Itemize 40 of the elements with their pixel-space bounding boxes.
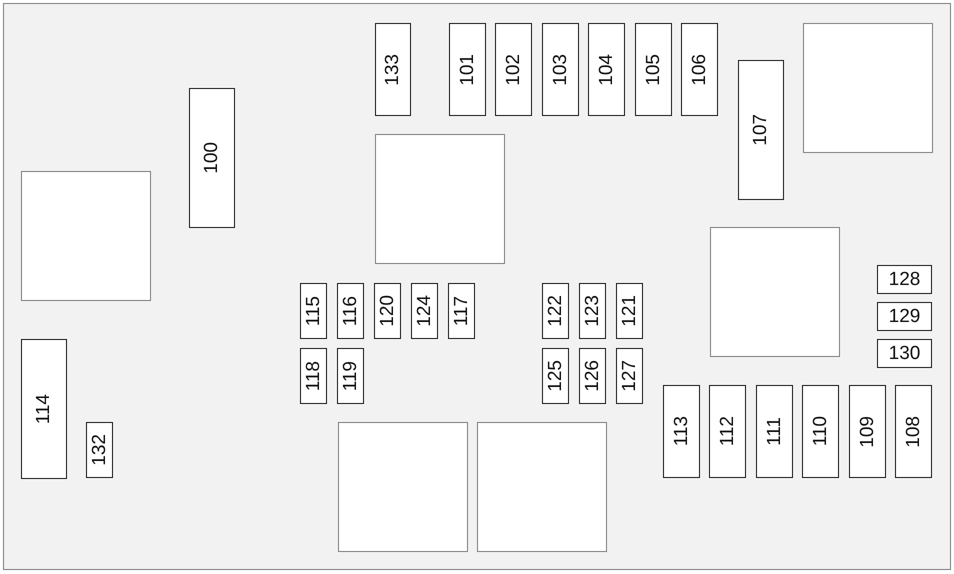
fuse-slot: 113: [663, 385, 700, 478]
fuse-slot: 117: [448, 283, 475, 339]
fuse-slot: 132: [86, 422, 113, 478]
relay-slot: [338, 422, 468, 552]
fuse-slot: 122: [542, 283, 569, 339]
fuse-slot: 133: [375, 23, 411, 116]
fuse-slot: 105: [635, 23, 672, 116]
fuse-slot: 115: [300, 283, 327, 339]
fuse-slot: 107: [738, 60, 784, 200]
fuse-slot: 104: [588, 23, 625, 116]
fuse-slot: 128: [877, 265, 932, 294]
fuse-slot: 103: [542, 23, 579, 116]
relay-slot: [710, 227, 840, 357]
fuse-slot: 114: [21, 339, 67, 479]
fuse-slot: 111: [756, 385, 793, 478]
fuse-slot: 110: [802, 385, 839, 478]
relay-slot: [803, 23, 933, 153]
fuse-slot: 127: [616, 348, 643, 404]
fuse-slot: 124: [411, 283, 438, 339]
fuse-slot: 102: [495, 23, 532, 116]
fuse-slot: 101: [449, 23, 486, 116]
fuse-box-panel: [3, 3, 951, 570]
fuse-slot: 108: [895, 385, 932, 478]
fuse-slot: 119: [337, 348, 364, 404]
fuse-slot: 123: [579, 283, 606, 339]
relay-slot: [477, 422, 607, 552]
fuse-slot: 112: [709, 385, 746, 478]
fuse-slot: 125: [542, 348, 569, 404]
fuse-slot: 106: [681, 23, 718, 116]
fuse-slot: 120: [374, 283, 401, 339]
fuse-slot: 121: [616, 283, 643, 339]
fuse-slot: 130: [877, 339, 932, 368]
fuse-slot: 126: [579, 348, 606, 404]
fuse-slot: 129: [877, 302, 932, 331]
fuse-slot: 109: [849, 385, 886, 478]
relay-slot: [375, 134, 505, 264]
fuse-slot: 116: [337, 283, 364, 339]
fuse-slot: 100: [189, 88, 235, 228]
fuse-slot: 118: [300, 348, 327, 404]
relay-slot: [21, 171, 151, 301]
